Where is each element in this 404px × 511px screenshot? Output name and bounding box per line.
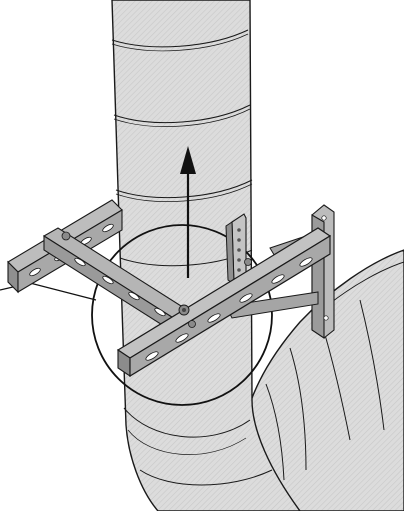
detail-highlight-circle	[91, 224, 273, 406]
vertical-duct	[111, 0, 301, 511]
direction-arrow-up-icon	[180, 146, 196, 278]
front-slotted-rail	[116, 227, 332, 378]
angle-plate	[225, 213, 247, 285]
